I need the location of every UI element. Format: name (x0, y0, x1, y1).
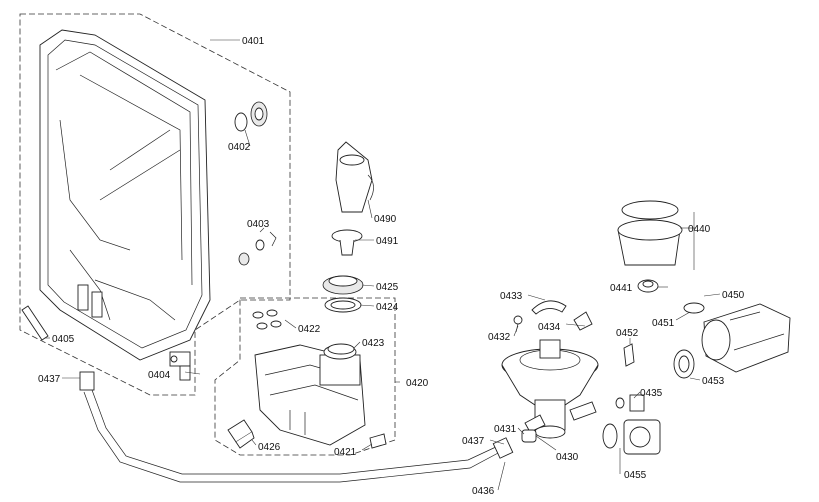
label-0422: 0422 (298, 324, 321, 335)
label-0437-left: 0437 (38, 374, 61, 385)
part-0436-drain-hose (79, 371, 514, 483)
label-0426: 0426 (258, 442, 281, 453)
part-0450-circulation-pump (701, 303, 791, 373)
label-0453: 0453 (702, 376, 725, 387)
label-0491: 0491 (376, 236, 399, 247)
label-0425: 0425 (376, 282, 399, 293)
part-0432-screw (513, 315, 523, 333)
label-0421: 0421 (334, 447, 357, 458)
sump-group-boundary (214, 297, 396, 456)
part-0421-clip (369, 433, 387, 449)
label-0434: 0434 (538, 322, 561, 333)
label-0435: 0435 (640, 388, 663, 399)
label-0441: 0441 (610, 283, 633, 294)
label-0432: 0432 (488, 332, 511, 343)
part-0440-heater (617, 200, 683, 266)
part-0490-funnel (335, 141, 374, 213)
label-0403: 0403 (247, 219, 270, 230)
part-0453-hose-fitting (673, 349, 695, 379)
part-0431-filter (521, 429, 537, 443)
part-0451-ring (683, 302, 705, 314)
part-0491-cap (331, 229, 363, 256)
label-0402: 0402 (228, 142, 251, 153)
label-0450: 0450 (722, 290, 745, 301)
part-0404-valve (169, 351, 191, 381)
label-0440: 0440 (688, 224, 711, 235)
part-0452-clamp (623, 343, 635, 367)
part-0430-pump-housing (501, 339, 599, 439)
label-0451: 0451 (652, 318, 675, 329)
part-0433-bracket (531, 300, 567, 315)
part-0441-seal (637, 279, 659, 293)
label-0455: 0455 (624, 470, 647, 481)
part-labels: 0401 0402 0403 0404 0405 0437 0490 0491 … (38, 36, 745, 497)
part-0424-ring (324, 297, 362, 313)
part-0405-strip (21, 305, 49, 341)
leader-lines (45, 39, 721, 491)
label-0433: 0433 (500, 291, 523, 302)
label-0405: 0405 (52, 334, 75, 345)
part-0425-cover (322, 275, 364, 295)
tank-group-boundary (19, 13, 291, 396)
part-0435-valve (615, 394, 645, 412)
label-0423: 0423 (362, 338, 385, 349)
label-0420: 0420 (406, 378, 429, 389)
part-0403-fitting (238, 231, 277, 266)
part-0420-sump (254, 344, 366, 446)
label-0401: 0401 (242, 36, 265, 47)
part-0426-sensor (227, 419, 255, 449)
label-0452: 0452 (616, 328, 639, 339)
label-0437-right: 0437 (462, 436, 485, 447)
label-0404: 0404 (148, 370, 171, 381)
label-0431: 0431 (494, 424, 517, 435)
part-0434-clip (573, 311, 593, 331)
label-0430: 0430 (556, 452, 579, 463)
dishwasher-tank (39, 29, 211, 361)
label-0424: 0424 (376, 302, 399, 313)
label-0436: 0436 (472, 486, 495, 497)
part-0402-seal (234, 101, 268, 132)
part-0423-ring (327, 343, 355, 355)
part-0422-seals (252, 309, 282, 330)
label-0490: 0490 (374, 214, 397, 225)
part-0455-drain-pump (602, 419, 661, 455)
